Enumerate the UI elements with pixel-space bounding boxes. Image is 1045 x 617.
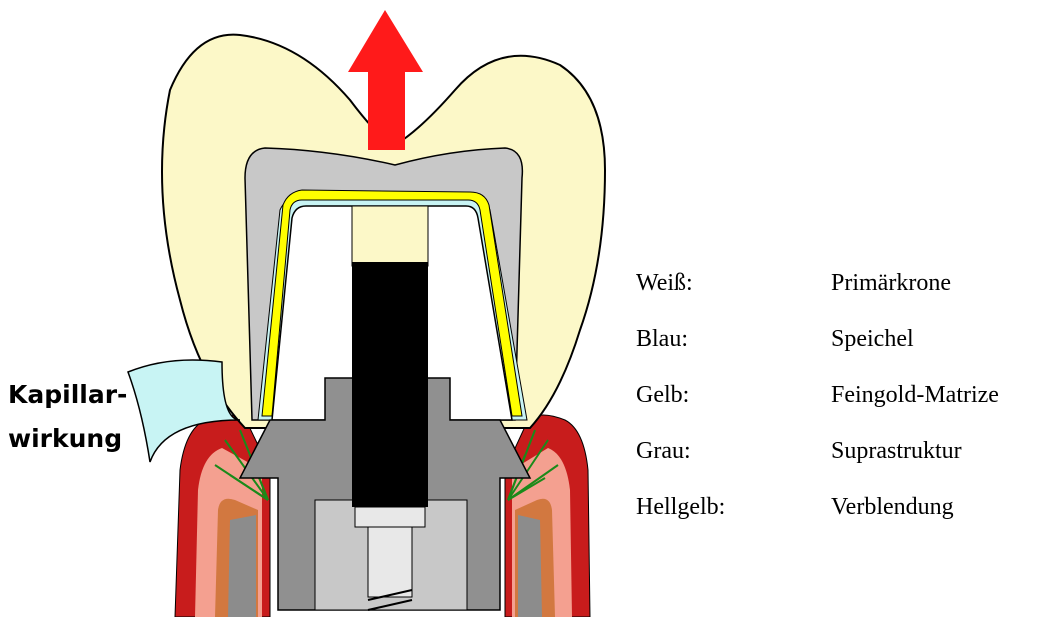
- capillary-label-line1: Kapillar-: [8, 382, 127, 407]
- legend-key: Weiß:: [636, 270, 693, 297]
- legend-value: Primärkrone: [831, 270, 951, 297]
- legend-value: Suprastruktur: [831, 438, 962, 465]
- gingiva-right: [505, 415, 590, 617]
- legend-value: Verblendung: [831, 494, 954, 521]
- post-top: [352, 206, 428, 266]
- legend-key: Gelb:: [636, 382, 689, 409]
- legend-value: Feingold-Matrize: [831, 382, 999, 409]
- gingiva-left: [175, 415, 270, 617]
- legend-key: Grau:: [636, 438, 691, 465]
- legend-key: Blau:: [636, 326, 688, 353]
- legend-value: Speichel: [831, 326, 914, 353]
- capillary-label-line2: wirkung: [8, 426, 122, 451]
- screw-post: [352, 262, 428, 507]
- legend-key: Hellgelb:: [636, 494, 725, 521]
